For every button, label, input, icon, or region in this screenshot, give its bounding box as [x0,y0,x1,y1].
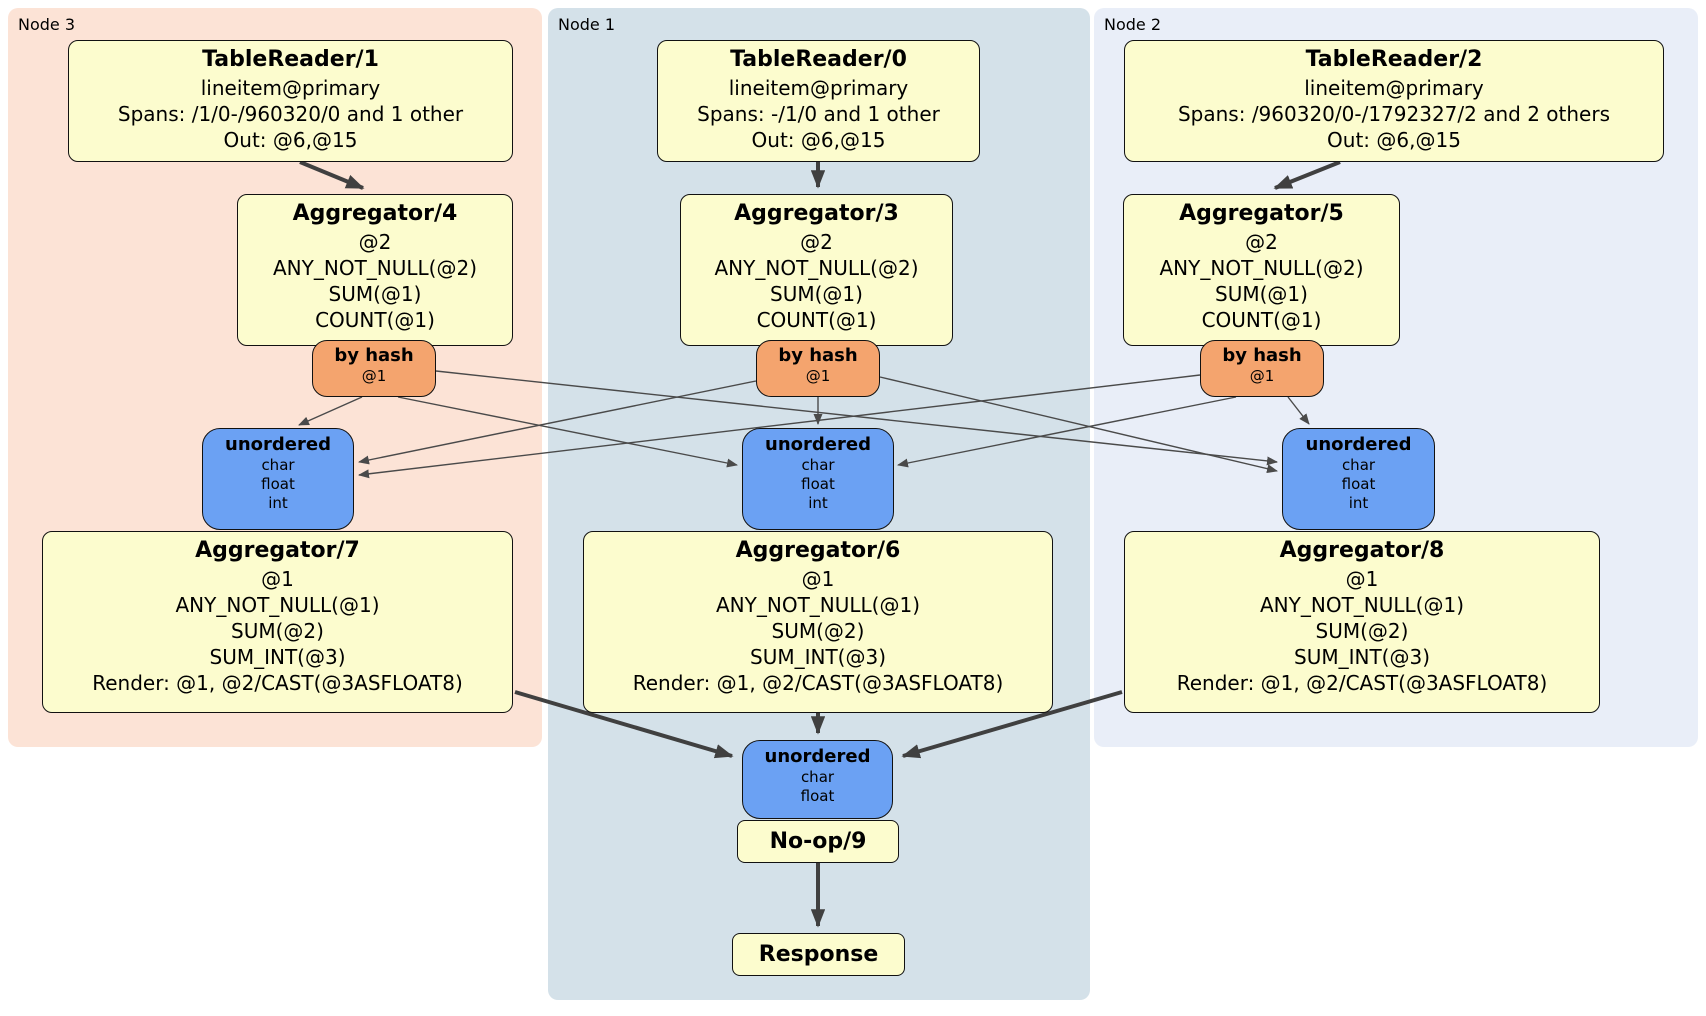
box-line: Out: @6,@15 [1327,128,1461,152]
box-line: lineitem@primary [1304,76,1484,100]
box-line: COUNT(@1) [315,308,435,332]
box-title: Aggregator/6 [735,538,901,563]
no-op-box: No-op/9 [737,820,899,863]
box-line: lineitem@primary [200,76,381,100]
thick-flow-edges [299,160,1341,928]
unordered-sync-node2: unordered char float int [1282,428,1435,530]
box-line: SUM(@2) [1315,619,1409,643]
box-line: Out: @6,@15 [751,128,886,152]
box-line: ANY_NOT_NULL(@2) [714,256,919,280]
box-line: Spans: /960320/0-/1792327/2 and 2 others [1177,102,1610,126]
router-line: @1 [361,367,387,385]
sync-line: char [800,768,835,786]
sync-line: int [268,494,288,512]
box-line: SUM(@1) [328,282,422,306]
box-title: TableReader/2 [1305,47,1483,72]
box-line: SUM(@1) [770,282,863,306]
aggregator-7-box: Aggregator/7 @1 ANY_NOT_NULL(@1) SUM(@2)… [42,531,513,713]
box-line: @2 [1245,230,1278,254]
box-line: @1 [1345,567,1379,591]
box-line: ANY_NOT_NULL(@2) [273,256,477,280]
sync-line: float [801,475,835,493]
box-title: TableReader/0 [730,47,907,72]
box-title: Aggregator/4 [292,201,458,226]
box-title: Aggregator/5 [1179,201,1344,226]
sync-line: char [801,456,835,474]
sync-line: int [808,494,828,512]
box-line: SUM_INT(@3) [209,645,346,669]
box-title: TableReader/1 [202,47,379,72]
box-line: Render: @1, @2/CAST(@3ASFLOAT8) [632,671,1004,695]
by-hash-router-node1: by hash @1 [756,340,880,397]
sync-line: int [1348,494,1369,512]
box-line: SUM_INT(@3) [750,645,886,669]
aggregator-6-box: Aggregator/6 @1 ANY_NOT_NULL(@1) SUM(@2)… [583,531,1053,713]
box-line: @1 [261,567,294,591]
box-line: Spans: -/1/0 and 1 other [697,102,940,126]
box-line: ANY_NOT_NULL(@2) [1159,256,1364,280]
box-line: COUNT(@1) [756,308,877,332]
by-hash-router-node2: by hash @1 [1200,340,1324,397]
box-line: Out: @6,@15 [223,128,358,152]
box-line: Render: @1, @2/CAST(@3ASFLOAT8) [92,671,463,695]
node1-label: Node 1 [558,15,616,34]
box-line: Spans: /1/0-/960320/0 and 1 other [117,102,464,126]
box-line: @1 [801,567,835,591]
box-line: @2 [358,230,392,254]
box-line: @2 [800,230,833,254]
router-line: @1 [1249,367,1275,385]
box-line: lineitem@primary [728,76,909,100]
box-line: ANY_NOT_NULL(@1) [716,593,920,617]
box-line: ANY_NOT_NULL(@1) [1260,593,1464,617]
aggregator-4-box: Aggregator/4 @2 ANY_NOT_NULL(@2) SUM(@1)… [237,194,513,346]
box-line: COUNT(@1) [1201,308,1322,332]
sync-title: unordered [225,434,331,455]
node3-label: Node 3 [18,15,76,34]
box-line: ANY_NOT_NULL(@1) [175,593,380,617]
router-title: by hash [334,345,414,366]
aggregator-3-box: Aggregator/3 @2 ANY_NOT_NULL(@2) SUM(@1)… [680,194,953,346]
table-reader-2-box: TableReader/2 lineitem@primary Spans: /9… [1124,40,1664,162]
aggregator-8-box: Aggregator/8 @1 ANY_NOT_NULL(@1) SUM(@2)… [1124,531,1600,713]
table-reader-0-box: TableReader/0 lineitem@primary Spans: -/… [657,40,980,162]
sync-line: float [1341,475,1376,493]
hash-distribution-edges [298,370,1310,479]
unordered-sync-node1: unordered char float int [742,428,894,530]
router-title: by hash [1222,345,1302,366]
sync-line: float [261,475,295,493]
box-line: SUM(@1) [1215,282,1308,306]
box-line: SUM(@2) [771,619,865,643]
sync-line: char [1341,456,1376,474]
response-box: Response [732,933,905,976]
unordered-sync-final: unordered char float [742,740,893,819]
sync-title: unordered [1305,434,1412,455]
by-hash-router-node3: by hash @1 [312,340,436,397]
sync-title: unordered [764,746,871,767]
box-line: SUM(@2) [231,619,324,643]
aggregator-5-box: Aggregator/5 @2 ANY_NOT_NULL(@2) SUM(@1)… [1123,194,1400,346]
box-title: Aggregator/8 [1279,538,1445,563]
sync-line: char [261,456,295,474]
sync-title: unordered [765,434,871,455]
box-title: Aggregator/7 [195,538,360,563]
router-line: @1 [805,367,831,385]
router-title: by hash [778,345,858,366]
node2-label: Node 2 [1104,15,1162,34]
box-line: Render: @1, @2/CAST(@3ASFLOAT8) [1176,671,1548,695]
box-title: Aggregator/3 [734,201,899,226]
box-line: SUM_INT(@3) [1294,645,1430,669]
sync-line: float [800,787,835,805]
unordered-sync-node3: unordered char float int [202,428,354,530]
table-reader-1-box: TableReader/1 lineitem@primary Spans: /1… [68,40,513,162]
